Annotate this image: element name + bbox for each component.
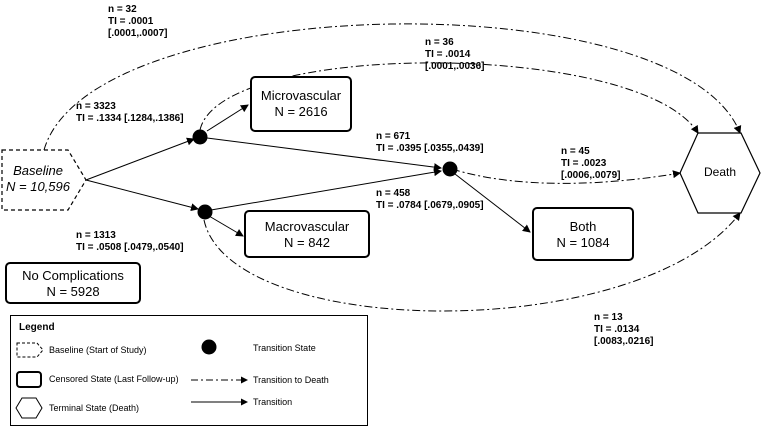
legend-swatches xyxy=(15,339,248,419)
label-ci: [.0083,.0216] xyxy=(594,336,654,347)
label-n: n = 13 xyxy=(594,312,623,323)
label-ci: [.0006,.0079] xyxy=(561,170,621,181)
legend: Legend Baseline (Start of Study) Censore… xyxy=(10,315,368,426)
label-n: n = 45 xyxy=(561,146,590,157)
legend-transition-state-swatch xyxy=(201,339,217,355)
macrovascular-node: Macrovascular N = 842 xyxy=(244,210,370,258)
label-baseline-death: n = 32 TI = .0001 [.0001,.0007] xyxy=(108,4,168,40)
edge-baseline-death xyxy=(43,23,742,151)
label-n: n = 458 xyxy=(376,188,411,199)
label-macro-both: n = 458 TI = .0784 [.0679,.0905] xyxy=(376,188,484,212)
label-ti: TI = .0508 [.0479,.0540] xyxy=(76,242,184,253)
legend-transition-label: Transition xyxy=(253,397,293,407)
edge-baseline-micro xyxy=(85,137,195,181)
label-macro-death: n = 13 TI = .0134 [.0083,.0216] xyxy=(594,312,654,348)
legend-censored-swatch xyxy=(16,371,42,388)
label-baseline-micro: n = 3323 TI = .1334 [.1284,.1386] xyxy=(76,101,184,125)
label-baseline-macro: n = 1313 TI = .0508 [.0479,.0540] xyxy=(76,230,184,254)
microvascular-title: Microvascular xyxy=(260,88,342,103)
legend-censored-label: Censored State (Last Follow-up) xyxy=(49,374,179,384)
both-title: Both xyxy=(569,219,597,234)
legend-baseline-swatch xyxy=(16,342,44,358)
label-ti: TI = .1334 [.1284,.1386] xyxy=(76,113,184,124)
legend-terminal-swatch xyxy=(15,397,43,419)
baseline-node: Baseline N = 10,596 xyxy=(2,163,74,195)
label-n: n = 32 xyxy=(108,4,137,15)
label-micro-death: n = 36 TI = .0014 [.0001,.0036] xyxy=(425,37,485,73)
transition-state-macro xyxy=(197,204,213,220)
both-node: Both N = 1084 xyxy=(532,207,634,261)
transition-state-micro xyxy=(192,129,208,145)
no-complications-count: N = 5928 xyxy=(46,284,100,299)
label-n: n = 36 xyxy=(425,37,454,48)
label-ci: [.0001,.0036] xyxy=(425,61,485,72)
label-ti: TI = .0001 xyxy=(108,16,154,27)
transition-state-both xyxy=(442,161,458,177)
no-complications-title: No Complications xyxy=(22,268,124,283)
label-ci: [.0001,.0007] xyxy=(108,28,168,39)
baseline-count: N = 10,596 xyxy=(6,179,70,194)
no-complications-node: No Complications N = 5928 xyxy=(5,262,141,304)
edge-macro-death xyxy=(203,212,741,312)
label-ti: TI = .0134 xyxy=(594,324,640,335)
edge-micro-both xyxy=(206,137,442,172)
legend-baseline-label: Baseline (Start of Study) xyxy=(49,345,147,355)
macrovascular-count: N = 842 xyxy=(284,235,330,250)
label-ti: TI = .0014 xyxy=(425,49,471,60)
edge-micro-transition-box xyxy=(206,104,249,132)
edge-macro-both xyxy=(210,168,442,211)
baseline-node-shape xyxy=(1,149,87,211)
death-node: Death xyxy=(680,165,760,179)
edge-both-transition-box xyxy=(454,173,531,233)
label-n: n = 3323 xyxy=(76,101,116,112)
edge-both-death xyxy=(451,168,681,184)
death-title: Death xyxy=(703,165,737,179)
legend-terminal-label: Terminal State (Death) xyxy=(49,403,140,413)
edge-baseline-macro xyxy=(85,179,199,212)
baseline-title: Baseline xyxy=(13,163,63,178)
label-n: n = 1313 xyxy=(76,230,116,241)
edge-macro-transition-box xyxy=(208,215,244,237)
microvascular-count: N = 2616 xyxy=(274,104,328,119)
both-count: N = 1084 xyxy=(556,235,610,250)
legend-transition-state-label: Transition State xyxy=(253,343,316,353)
label-ti: TI = .0023 xyxy=(561,158,607,169)
label-ti: TI = .0395 [.0355,.0439] xyxy=(376,143,484,154)
legend-title: Legend xyxy=(19,322,55,333)
legend-transition-death-label: Transition to Death xyxy=(253,375,329,385)
label-n: n = 671 xyxy=(376,131,411,142)
macrovascular-title: Macrovascular xyxy=(264,219,350,234)
microvascular-node: Microvascular N = 2616 xyxy=(250,76,352,132)
label-both-death: n = 45 TI = .0023 [.0006,.0079] xyxy=(561,146,621,182)
label-micro-both: n = 671 TI = .0395 [.0355,.0439] xyxy=(376,131,484,155)
label-ti: TI = .0784 [.0679,.0905] xyxy=(376,200,484,211)
